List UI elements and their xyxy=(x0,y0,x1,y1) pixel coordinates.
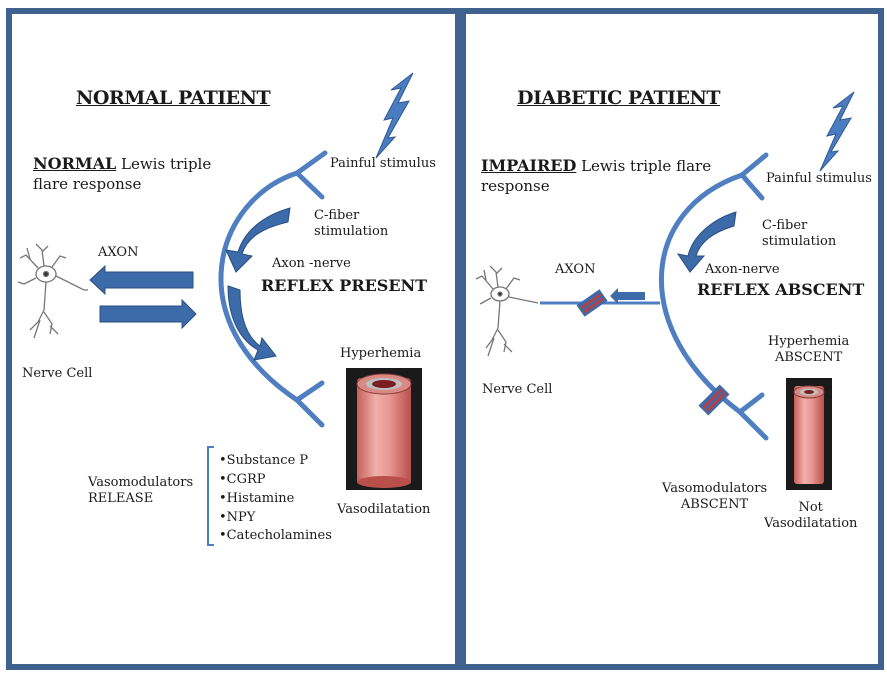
hyperhemia-line-1-right: Hyperhemia xyxy=(768,334,850,349)
not-vaso-line-2: Vasodilatation xyxy=(764,516,858,532)
neuron-icon-right xyxy=(475,265,539,357)
cfiber-label-right: C-fiber stimulation xyxy=(762,218,836,251)
cfiber-line-1-right: C-fiber xyxy=(762,218,808,233)
impaired-response-rest-2: response xyxy=(481,176,550,195)
dilated-blood-vessel xyxy=(346,368,422,490)
normal-response-rest-2: flare response xyxy=(33,174,142,193)
impaired-emphasis: IMPAIRED xyxy=(481,156,577,175)
vasomodulators-line-2-right: ABSCENT xyxy=(680,497,749,513)
vasomodulators-bracket xyxy=(207,446,214,546)
substance-item: •Histamine xyxy=(219,490,295,506)
lightning-bolt-icon-right xyxy=(819,91,855,172)
diabetic-patient-title: DIABETIC PATIENT xyxy=(517,87,721,109)
narrow-blood-vessel xyxy=(786,378,832,490)
curved-arrow-down-icon xyxy=(225,207,291,273)
normal-emphasis: NORMAL xyxy=(33,154,117,173)
cfiber-line-2-right: stimulation xyxy=(762,234,837,250)
nerve-ending-top-right xyxy=(739,152,769,178)
axon-block-icon xyxy=(576,289,608,317)
normal-response-rest-1: Lewis triple xyxy=(116,155,212,173)
cfiber-label: C-fiber stimulation xyxy=(314,208,388,241)
reflex-line-1: Axon -nerve xyxy=(272,256,351,271)
not-vaso-line-1: Not xyxy=(798,500,823,515)
vasomodulators-line-1-right: Vasomodulators xyxy=(662,481,768,496)
reflex-line-1-right: Axon-nerve xyxy=(705,262,780,277)
nerve-ending-bottom xyxy=(294,380,325,403)
nerve-block-icon xyxy=(698,384,730,416)
axon-label-right: AXON xyxy=(555,262,596,277)
cfiber-line-1: C-fiber xyxy=(314,208,360,223)
vasomodulators-line-2: RELEASE xyxy=(88,491,154,507)
substance-item: •CGRP xyxy=(219,471,266,487)
painful-stimulus-label: Painful stimulus xyxy=(330,156,436,171)
nerve-ending-bottom-branch xyxy=(294,397,325,428)
vasomodulators-release-label: Vasomodulators RELEASE xyxy=(88,475,193,508)
not-vasodilatation-label: Not Vasodilatation xyxy=(764,500,857,533)
vasodilatation-label: Vasodilatation xyxy=(337,502,431,517)
axon-label: AXON xyxy=(98,245,139,260)
nerve-cell-label-right: Nerve Cell xyxy=(482,382,553,397)
curved-arrow-down-icon-right xyxy=(676,211,737,273)
axon-arrow-left-icon xyxy=(89,264,194,296)
hyperhemia-label: Hyperhemia xyxy=(340,346,422,361)
lightning-bolt-icon xyxy=(375,72,414,159)
nerve-ending-top-branch xyxy=(294,170,325,200)
axon-arrow-right-icon xyxy=(99,298,197,330)
substance-item: •Substance P xyxy=(219,453,309,468)
substance-item: •Catecholamines xyxy=(219,528,332,544)
nerve-ending-top xyxy=(294,150,328,176)
substance-list: •Substance P •CGRP •Histamine •NPY •Cate… xyxy=(219,452,332,546)
vasomodulators-line-1: Vasomodulators xyxy=(88,475,194,490)
nerve-fiber-arc xyxy=(218,170,300,403)
normal-patient-title: NORMAL PATIENT xyxy=(76,87,271,109)
curved-arrow-return-icon xyxy=(227,285,277,361)
vasomodulators-abscent-label: Vasomodulators ABSCENT xyxy=(662,481,767,514)
normal-response-label: NORMAL Lewis triple flare response xyxy=(33,154,211,194)
impaired-response-label: IMPAIRED Lewis triple flare response xyxy=(481,156,711,196)
cfiber-line-2: stimulation xyxy=(314,224,389,240)
nerve-cell-label: Nerve Cell xyxy=(22,366,93,381)
nerve-ending-bottom-right xyxy=(737,392,765,415)
hyperhemia-line-2-right: ABSCENT xyxy=(774,350,843,366)
nerve-fiber-arc-right xyxy=(659,172,745,415)
diabetic-patient-panel xyxy=(460,8,884,670)
substance-item: •NPY xyxy=(219,509,256,525)
hyperhemia-abscent-label: Hyperhemia ABSCENT xyxy=(768,334,849,367)
neuron-icon xyxy=(17,243,88,339)
nerve-ending-top-branch-right xyxy=(739,172,765,201)
painful-stimulus-label-right: Painful stimulus xyxy=(766,171,872,186)
nerve-ending-bottom-branch-right xyxy=(737,409,769,441)
axon-small-arrow-icon xyxy=(610,288,645,304)
reflex-present-label: REFLEX PRESENT xyxy=(261,276,428,295)
impaired-response-rest-1: Lewis triple flare xyxy=(576,157,712,175)
reflex-abscent-label: REFLEX ABSCENT xyxy=(697,280,865,299)
